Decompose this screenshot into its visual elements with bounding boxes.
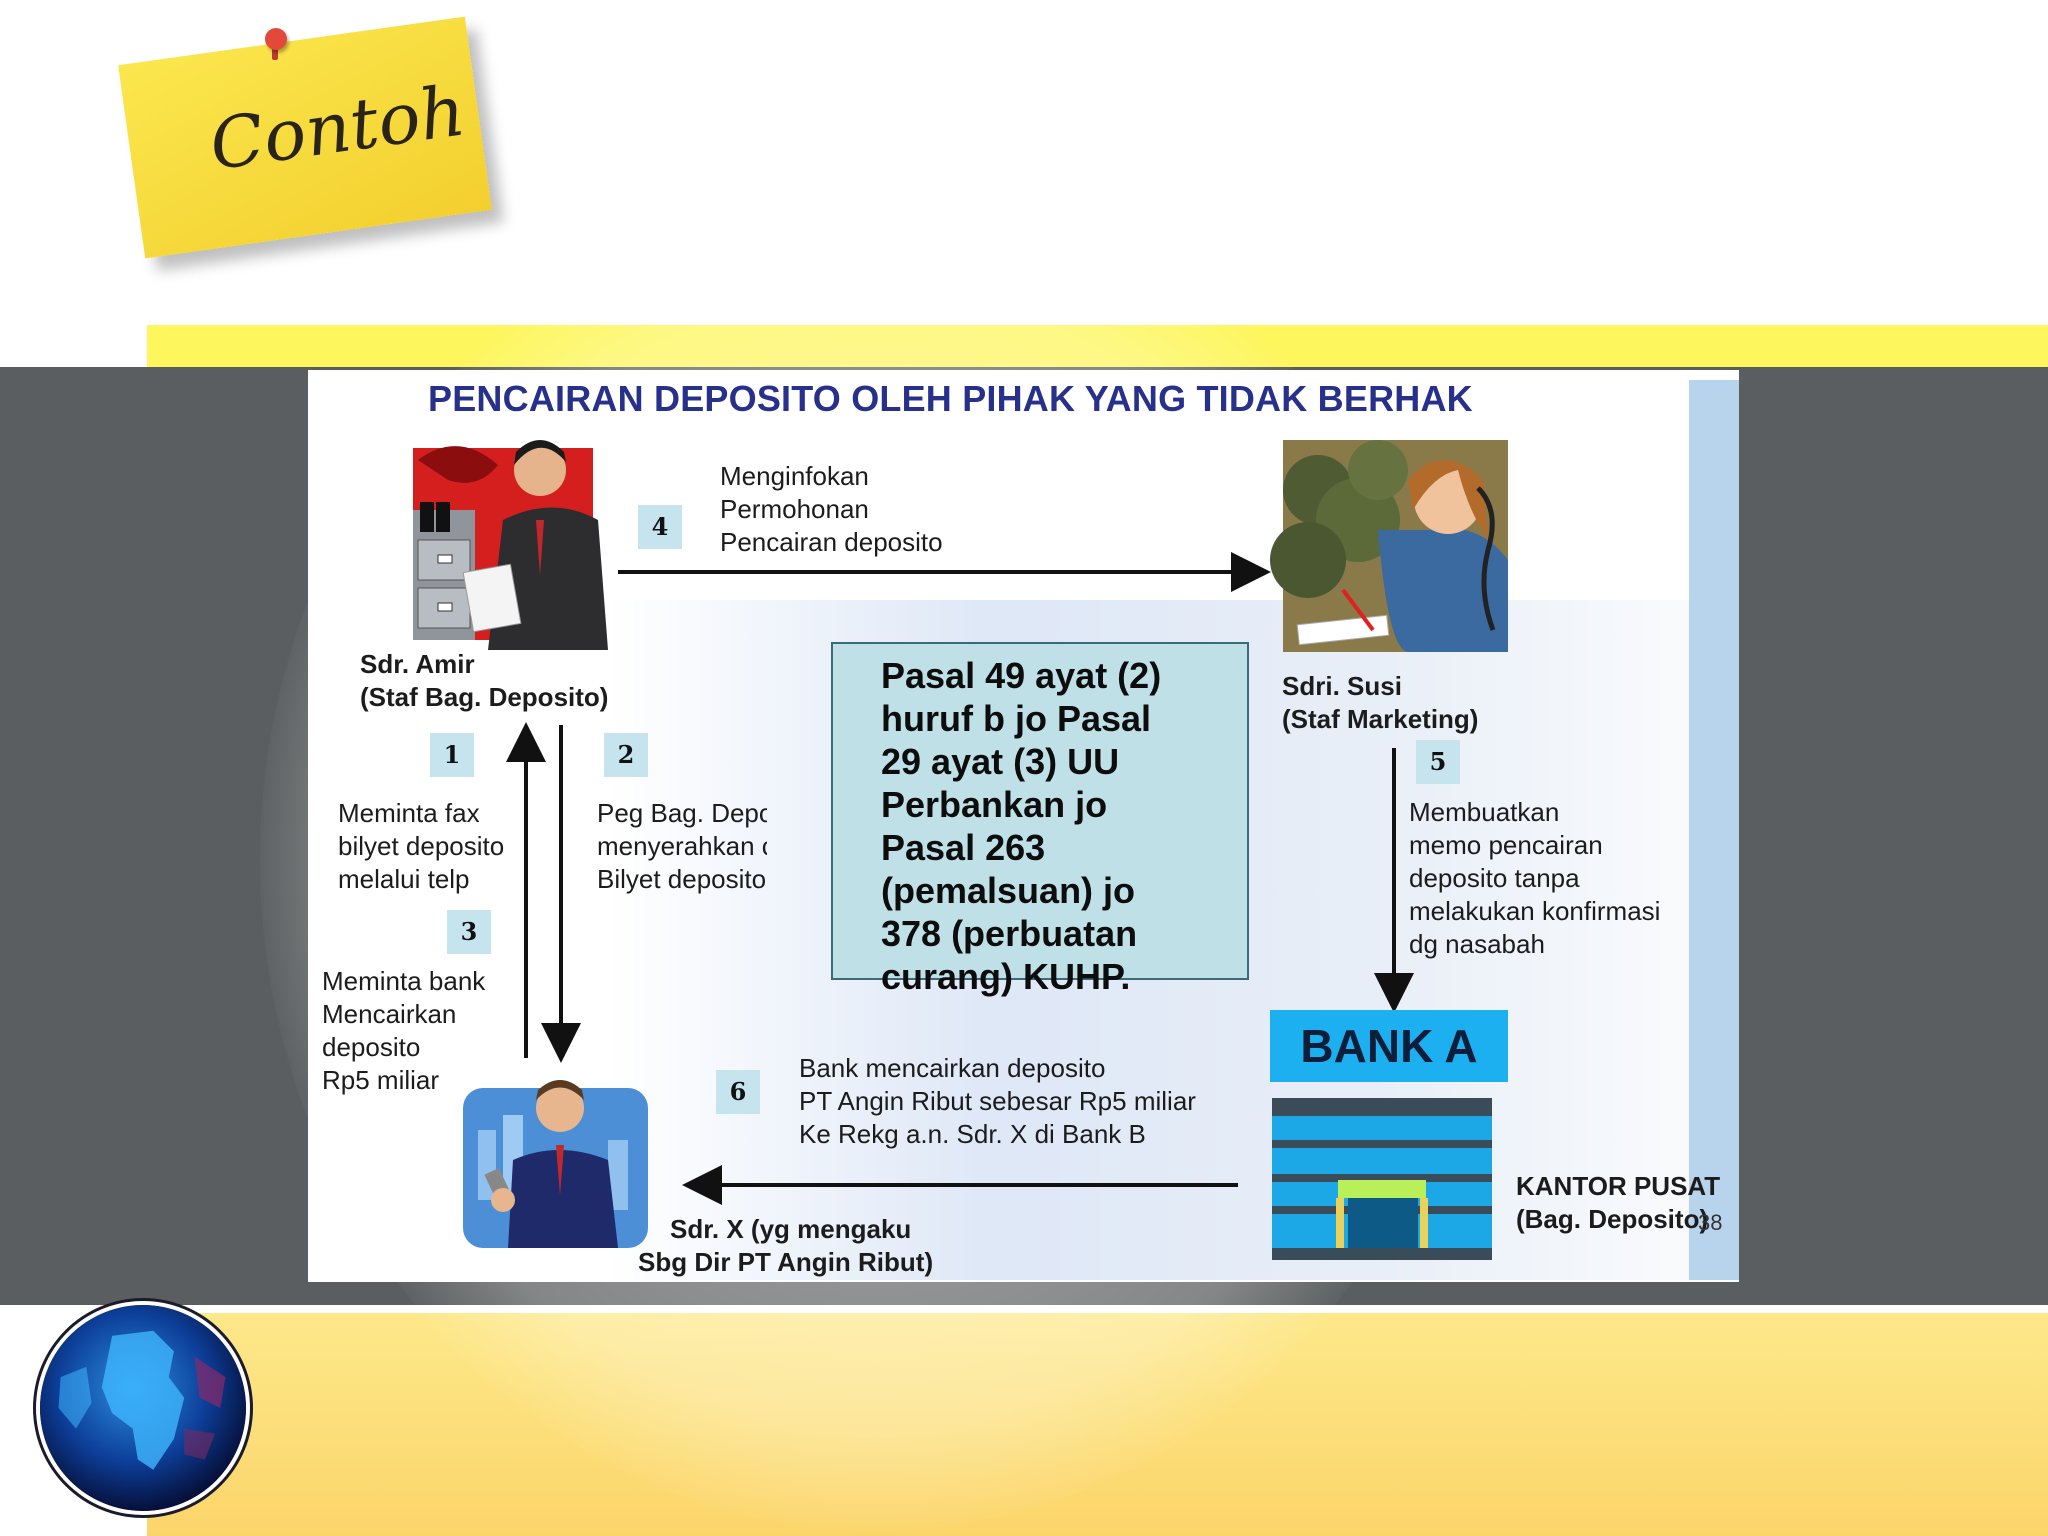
bank-name: KANTOR PUSAT: [1516, 1171, 1721, 1201]
susi-illustration: [1270, 440, 1508, 652]
bank-building-illustration: [1272, 1098, 1492, 1260]
step-6-text: Bank mencairkan deposito PT Angin Ribut …: [799, 1053, 1196, 1149]
diagram-graphics: [413, 440, 1508, 1260]
step-3-badge: 3: [447, 910, 491, 954]
diagram-slide: PENCAIRAN DEPOSITO OLEH PIHAK YANG TIDAK…: [308, 370, 1739, 1282]
susi-name: Sdri. Susi: [1282, 671, 1402, 701]
bank-sign: BANK A: [1270, 1010, 1508, 1082]
bank-role: (Bag. Deposito): [1516, 1204, 1709, 1234]
law-reference-text: Pasal 49 ayat (2) huruf b jo Pasal 29 ay…: [881, 655, 1162, 997]
x-role: Sbg Dir PT Angin Ribut): [638, 1247, 934, 1277]
step-5-text: Membuatkan memo pencairan deposito tanpa…: [1409, 797, 1661, 959]
step-6-badge: 6: [716, 1070, 760, 1114]
step-1-badge: 1: [430, 733, 474, 777]
law-reference-box: Pasal 49 ayat (2) huruf b jo Pasal 29 ay…: [831, 642, 1249, 997]
step-1-text: Meminta fax bilyet deposito melalui telp: [338, 798, 505, 894]
pushpin-stem: [272, 46, 278, 60]
x-name: Sdr. X (yg mengaku: [670, 1214, 912, 1244]
step-4-text: Menginfokan Permohonan Pencairan deposit…: [720, 461, 943, 557]
amir-name: Sdr. Amir: [360, 649, 475, 679]
step-2-text: Peg Bag. Deposito menyerahkan copy Bilye…: [597, 798, 767, 894]
slide-side-stripe: [1689, 380, 1739, 1280]
step-3-text: Meminta bank Mencairkan deposito Rp5 mil…: [322, 966, 486, 1095]
step-4-badge: 4: [638, 505, 682, 549]
globe-icon: [40, 1305, 246, 1511]
step-5-badge: 5: [1416, 740, 1460, 784]
slide-page-number: 38: [1698, 1210, 1723, 1235]
sdr-x-illustration: [463, 1080, 648, 1248]
amir-illustration: [413, 440, 608, 650]
step-2-badge: 2: [604, 733, 648, 777]
amir-role: (Staf Bag. Deposito): [360, 682, 609, 712]
slide-title: PENCAIRAN DEPOSITO OLEH PIHAK YANG TIDAK…: [428, 378, 1473, 419]
susi-role: (Staf Marketing): [1282, 704, 1479, 734]
pushpin-icon: [265, 28, 287, 50]
